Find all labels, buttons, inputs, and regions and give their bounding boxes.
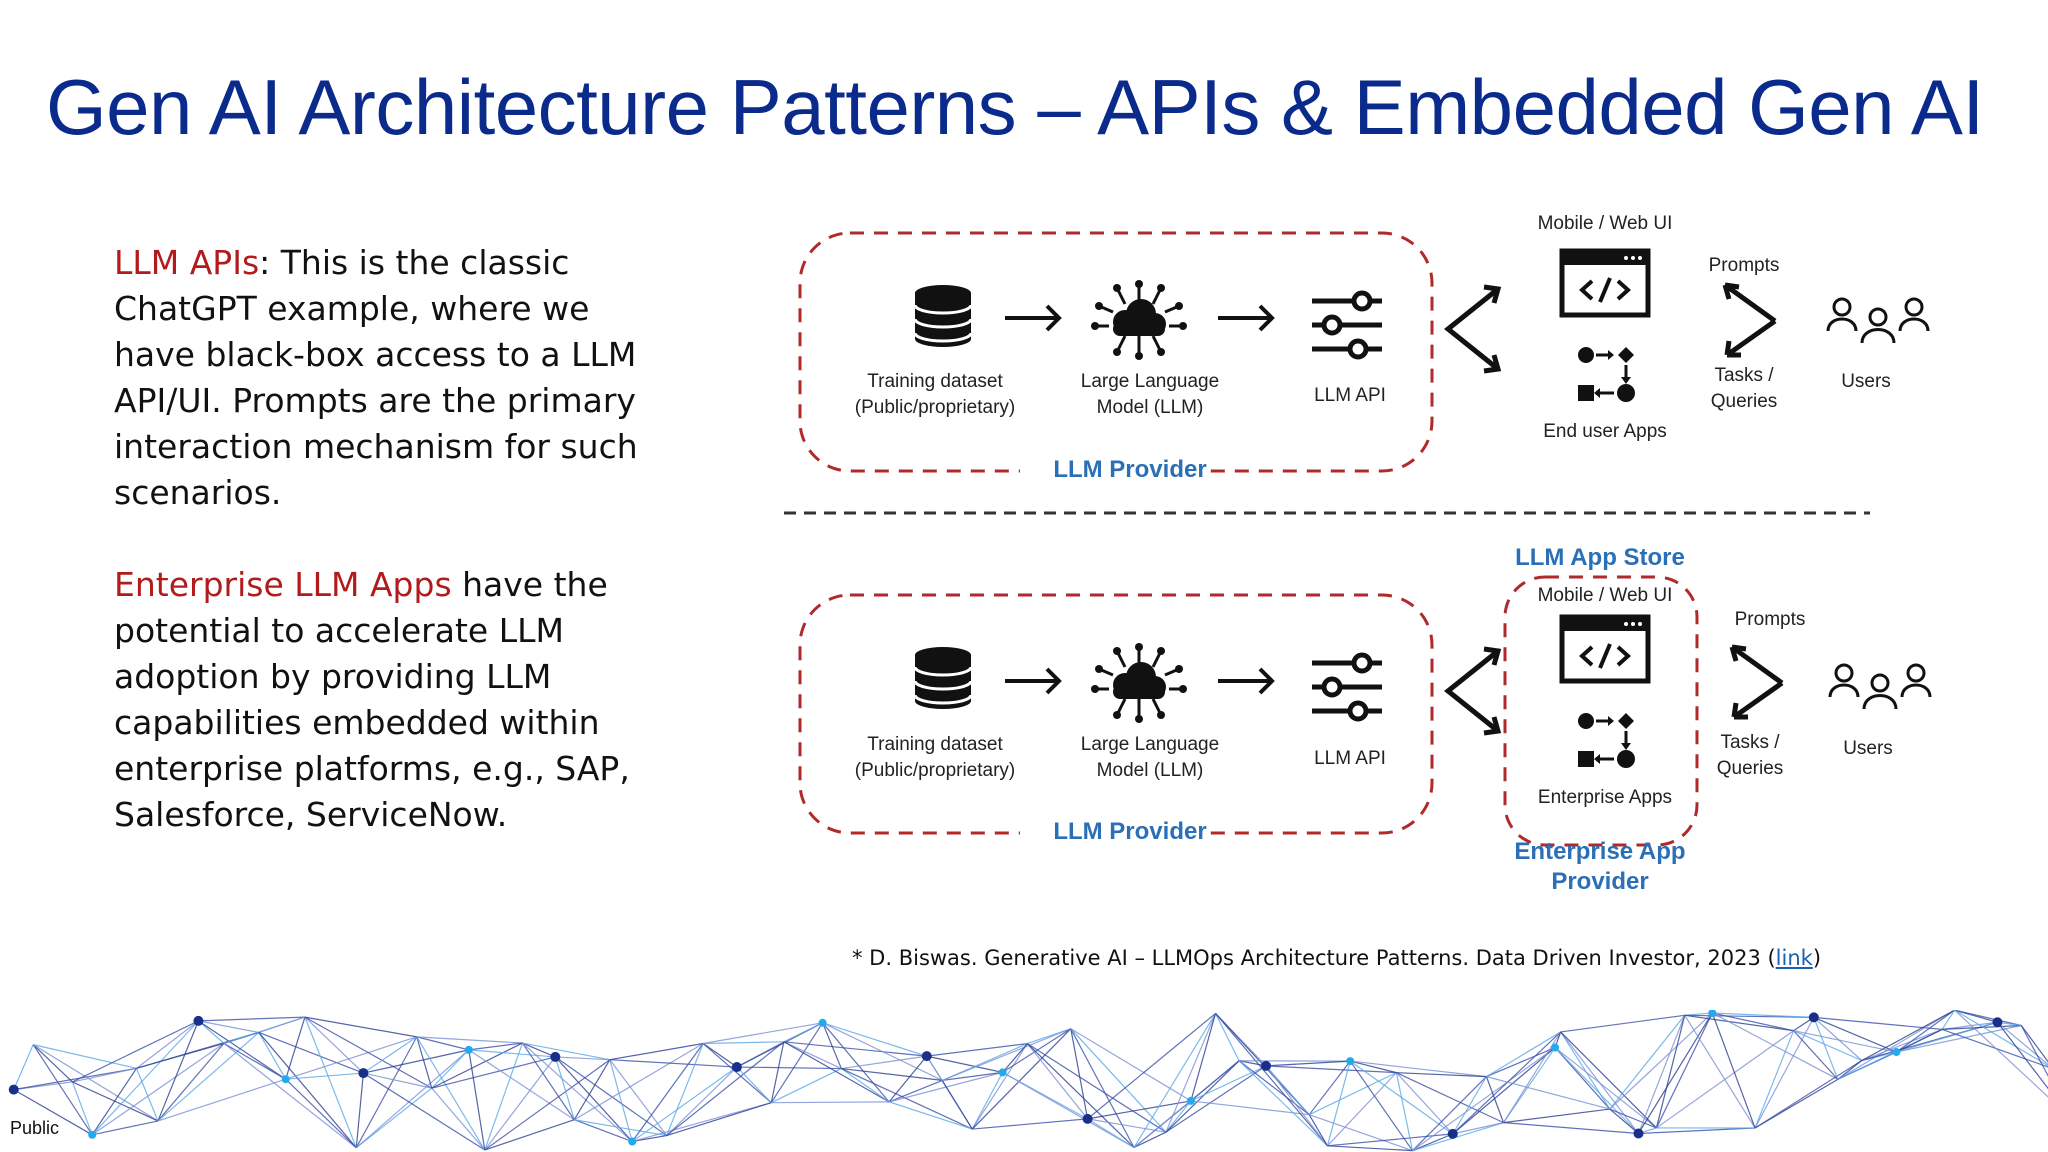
- prompt-task-arrows-icon: [1725, 285, 1775, 355]
- enterprise-apps-highlight: Enterprise LLM Apps: [114, 565, 452, 604]
- bottom-api-label: LLM API: [1314, 748, 1386, 769]
- sliders-icon: [1312, 293, 1382, 357]
- app-store-label: LLM App Store: [1515, 544, 1685, 571]
- citation-text: * D. Biswas. Generative AI – LLMOps Arch…: [852, 946, 1776, 970]
- arrow-right-icon: [1003, 304, 1061, 332]
- top-training-label-2: (Public/proprietary): [855, 397, 1016, 418]
- users-icon: [1826, 297, 1930, 345]
- top-provider-label: LLM Provider: [1053, 456, 1206, 483]
- bottom-training-label-2: (Public/proprietary): [855, 760, 1016, 781]
- llm-apis-text: : This is the classic ChatGPT example, w…: [114, 243, 638, 512]
- top-llm-label-1: Large Language: [1081, 371, 1219, 392]
- enterprise-apps-paragraph: Enterprise LLM Apps have the potential t…: [114, 562, 674, 838]
- slide-title: Gen AI Architecture Patterns – APIs & Em…: [46, 63, 1984, 151]
- arrow-right-icon: [1216, 304, 1274, 332]
- bottom-llm-label-2: Model (LLM): [1097, 760, 1204, 781]
- bottom-training-label-1: Training dataset: [867, 734, 1003, 755]
- bottom-llm-label-1: Large Language: [1081, 734, 1219, 755]
- top-prompts-label: Prompts: [1709, 255, 1780, 276]
- citation-close: ): [1812, 946, 1822, 970]
- top-tasks-label-2: Queries: [1711, 391, 1778, 412]
- app-provider-label-2: Provider: [1551, 868, 1648, 895]
- bottom-tasks-label-2: Queries: [1717, 758, 1784, 779]
- llm-apis-highlight: LLM APIs: [114, 243, 260, 282]
- arrow-right-icon: [1003, 667, 1061, 695]
- citation: * D. Biswas. Generative AI – LLMOps Arch…: [852, 946, 1821, 970]
- top-training-label-1: Training dataset: [867, 371, 1003, 392]
- database-icon: [913, 645, 973, 711]
- workflow-icon: [1576, 345, 1637, 404]
- fork-arrow-icon: [1448, 287, 1498, 371]
- top-users-label: Users: [1841, 371, 1891, 392]
- classification-label: Public: [10, 1118, 60, 1138]
- code-window-icon: [1562, 251, 1648, 315]
- bottom-apps-label: Enterprise Apps: [1538, 787, 1672, 808]
- bottom-prompts-label: Prompts: [1735, 609, 1806, 630]
- bottom-ui-label: Mobile / Web UI: [1538, 585, 1673, 606]
- top-api-label: LLM API: [1314, 385, 1386, 406]
- citation-link[interactable]: link: [1775, 946, 1813, 970]
- brain-cloud-icon: [1089, 278, 1189, 362]
- prompt-task-arrows-icon: [1732, 647, 1782, 717]
- bottom-llm-provider-group: LLM Provider Training dataset (Public/pr…: [798, 593, 1434, 849]
- bottom-provider-label: LLM Provider: [1053, 818, 1206, 845]
- top-ui-label: Mobile / Web UI: [1538, 213, 1673, 234]
- brain-cloud-icon: [1089, 641, 1189, 725]
- network-pattern-decoration: [8, 1010, 2048, 1152]
- fork-arrow-icon: [1448, 649, 1498, 733]
- users-icon: [1828, 663, 1932, 711]
- code-window-icon: [1562, 617, 1648, 681]
- top-apps-label: End user Apps: [1543, 421, 1667, 442]
- sliders-icon: [1312, 655, 1382, 719]
- top-tasks-label-1: Tasks /: [1714, 365, 1774, 386]
- app-provider-label-1: Enterprise App: [1514, 838, 1685, 865]
- enterprise-app-box: [1503, 575, 1699, 847]
- bottom-users-label: Users: [1843, 738, 1893, 759]
- llm-apis-paragraph: LLM APIs: This is the classic ChatGPT ex…: [114, 240, 674, 516]
- workflow-icon: [1576, 711, 1637, 770]
- enterprise-apps-text: have the potential to accelerate LLM ado…: [114, 565, 630, 834]
- architecture-diagram: LLM Provider Training dataset (Public/pr…: [784, 213, 1932, 895]
- bottom-tasks-label-1: Tasks /: [1720, 732, 1780, 753]
- arrow-right-icon: [1216, 667, 1274, 695]
- top-llm-label-2: Model (LLM): [1097, 397, 1204, 418]
- database-icon: [913, 283, 973, 349]
- top-llm-provider-group: LLM Provider Training dataset (Public/pr…: [798, 231, 1434, 487]
